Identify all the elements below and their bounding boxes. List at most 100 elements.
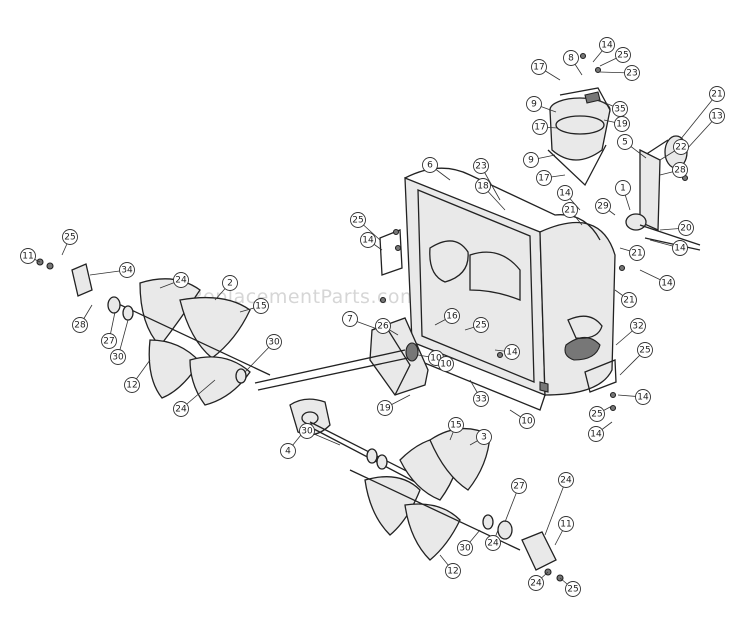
callout-number: 5 [622,138,628,148]
callout-14: 14 [504,344,520,360]
callout-24: 24 [485,535,501,551]
callout-ring [629,245,645,261]
callout-25: 25 [473,317,489,333]
discharge-chute [547,87,611,187]
auger-housing [379,167,617,411]
callout-21: 21 [621,292,637,308]
callout-number: 24 [530,579,542,589]
callout-number: 21 [631,249,642,259]
callout-ring [101,333,117,349]
callout-24: 24 [173,272,189,288]
callout-ring [360,232,376,248]
callout-number: 10 [440,360,452,370]
callout-number: 12 [126,381,137,391]
callout-number: 33 [475,395,486,405]
callout-ring [563,50,579,66]
callout-number: 14 [661,279,673,289]
callout-number: 25 [617,51,628,61]
callout-22: 22 [673,139,689,155]
callout-ring [299,423,315,439]
callout-19: 19 [377,400,393,416]
callout-9: 9 [523,152,539,168]
callout-ring [280,443,296,459]
callout-ring [438,356,454,372]
callout-number: 21 [711,90,722,100]
callout-number: 30 [459,544,471,554]
callout-number: 19 [616,120,628,130]
callout-number: 18 [477,182,489,192]
callout-12: 12 [124,377,140,393]
callout-number: 28 [674,166,686,176]
callout-number: 23 [626,69,637,79]
callout-17: 17 [536,170,552,186]
callout-25: 25 [589,406,605,422]
callout-ring [659,275,675,291]
callout-number: 30 [112,353,124,363]
callout-number: 17 [534,123,545,133]
callout-number: 23 [475,162,486,172]
callout-number: 1 [620,184,626,194]
watermark: eReplacementParts.com [178,286,419,308]
callout-number: 25 [567,585,578,595]
callout-ring [614,116,630,132]
callout-25: 25 [615,47,631,63]
callout-ring [589,406,605,422]
right-auger [349,427,557,571]
callout-ring [342,311,358,327]
callout-ring [119,262,135,278]
callout-23: 23 [473,158,489,174]
callout-10: 10 [519,413,535,429]
callout-number: 20 [680,224,692,234]
callout-24: 24 [528,575,544,591]
callout-number: 29 [597,202,609,212]
callout-ring [445,563,461,579]
callout-leader [679,93,718,141]
callout-35: 35 [612,101,628,117]
callout-19: 19 [614,116,630,132]
callout-number: 2 [227,279,233,289]
callout-number: 14 [601,41,613,51]
callout-number: 27 [103,337,114,347]
callout-16: 16 [444,308,460,324]
callout-ring [485,535,501,551]
callout-number: 15 [255,302,266,312]
callout-number: 24 [560,476,572,486]
callout-12: 12 [445,563,461,579]
callout-34: 34 [119,262,135,278]
callout-30: 30 [266,334,282,350]
callout-ring [617,134,633,150]
callout-number: 9 [528,156,534,166]
callout-ring [528,575,544,591]
callout-number: 6 [427,161,433,171]
callout-ring [476,429,492,445]
callout-number: 17 [538,174,549,184]
callout-number: 19 [379,404,391,414]
callout-15: 15 [448,417,464,433]
callout-ring [672,240,688,256]
callout-24: 24 [173,401,189,417]
callout-28: 28 [72,317,88,333]
callout-6: 6 [422,157,438,173]
callout-number: 21 [564,206,575,216]
gearbox-and-shaft [235,317,441,495]
callout-number: 14 [362,236,374,246]
callout-number: 14 [674,244,686,254]
callout-ring [511,478,527,494]
callout-21: 21 [709,86,725,102]
callout-25: 25 [62,229,78,245]
callout-ring [173,401,189,417]
callout-14: 14 [599,37,615,53]
callout-8: 8 [563,50,579,66]
left-auger [71,263,271,406]
callout-2: 2 [222,275,238,291]
callout-ring [473,158,489,174]
callout-ring [523,152,539,168]
callout-number: 24 [487,539,499,549]
callout-number: 14 [559,189,571,199]
callout-ring [448,417,464,433]
callout-ring [558,516,574,532]
callout-30: 30 [110,349,126,365]
callout-number: 27 [513,482,524,492]
